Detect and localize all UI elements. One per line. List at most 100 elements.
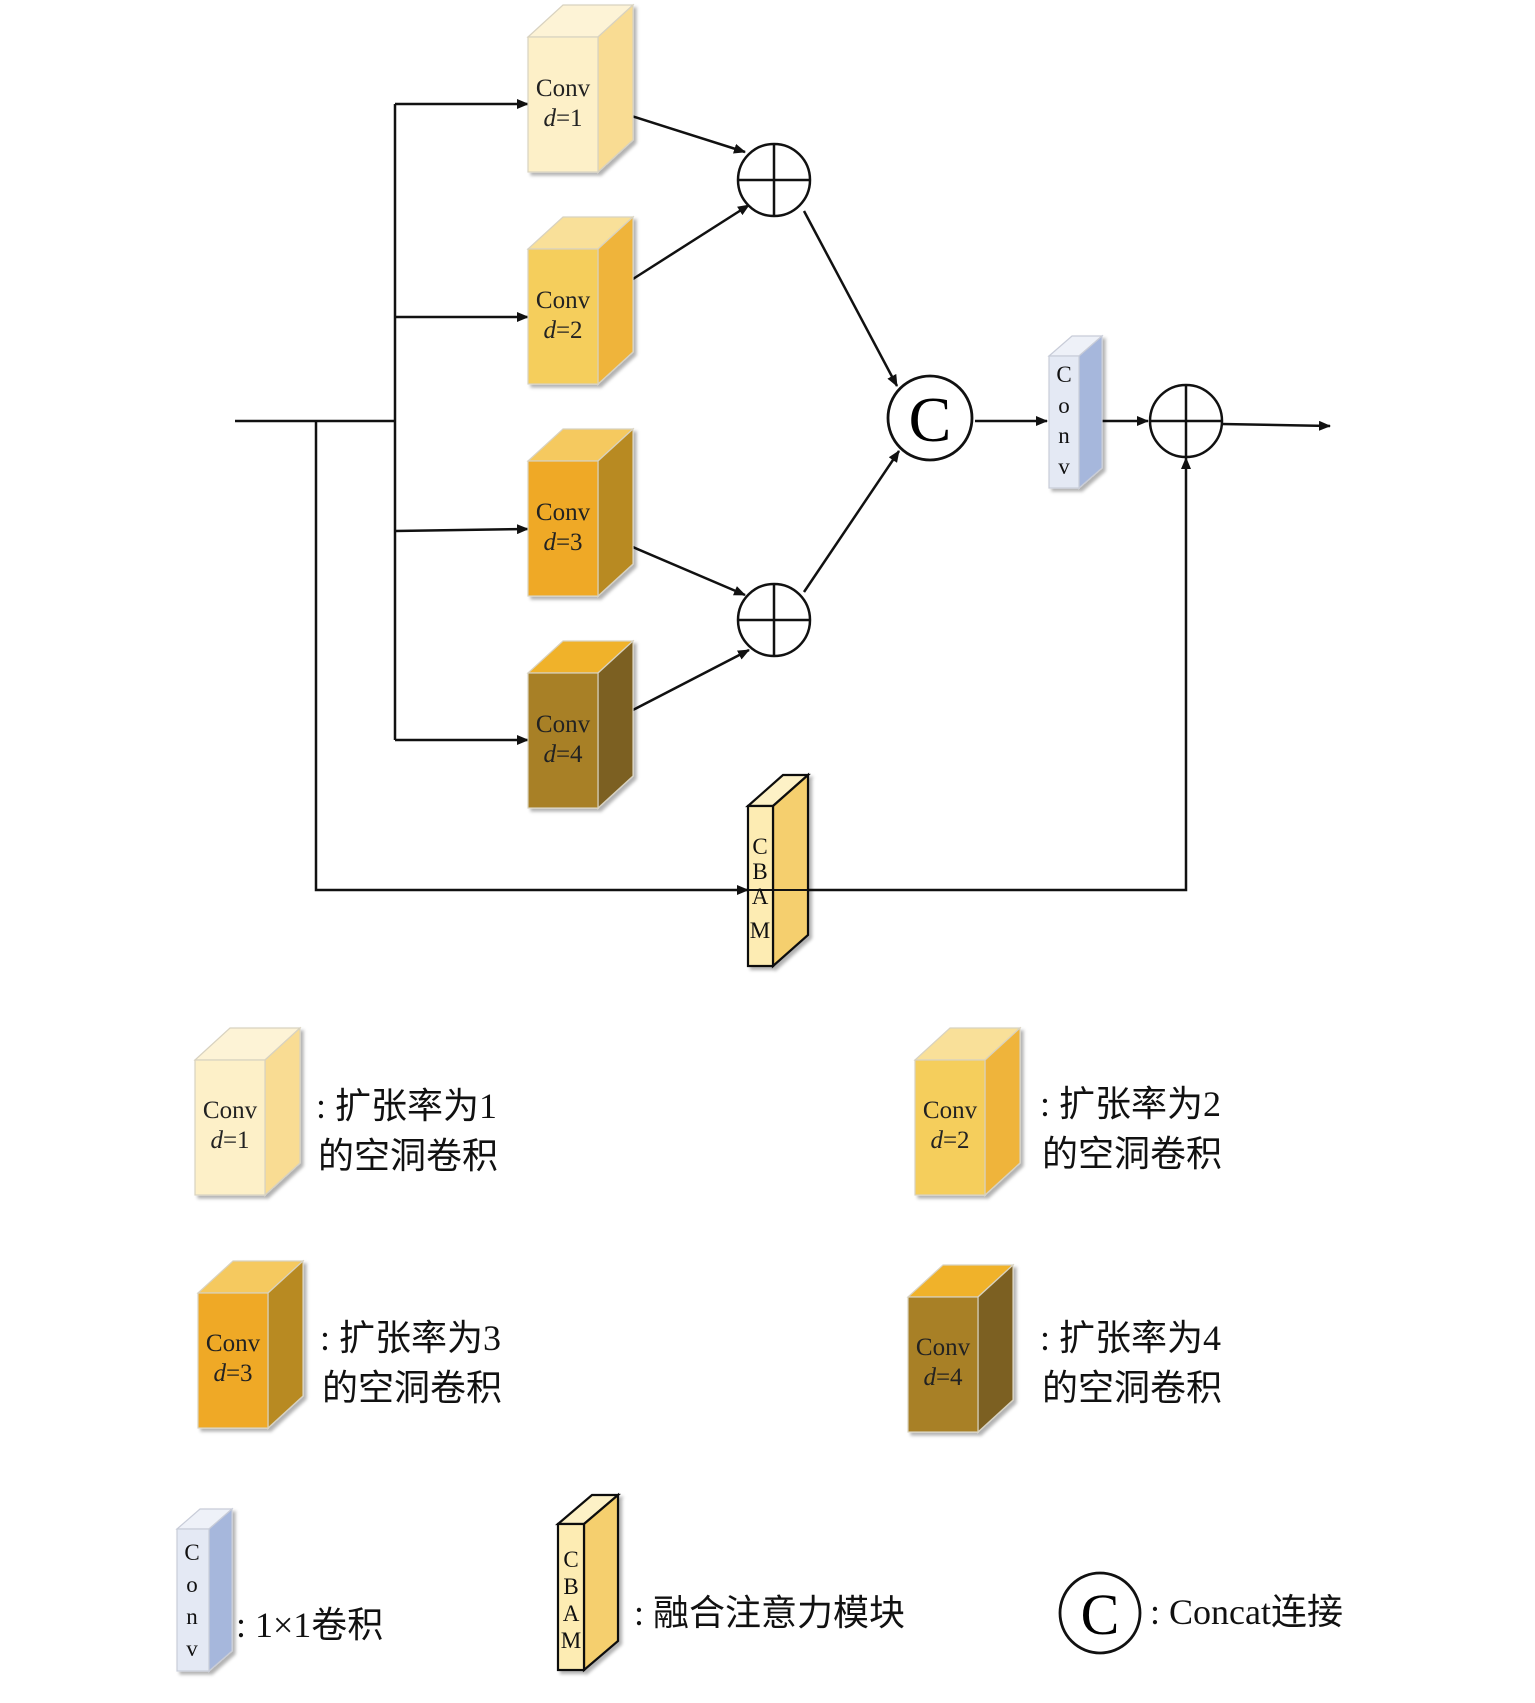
legend-cbam-letter-1: C xyxy=(563,1547,578,1572)
add-node-top xyxy=(736,142,812,218)
cbam-block-side xyxy=(771,772,810,969)
legend-conv1x1-front xyxy=(176,1528,210,1672)
conv1x1-block xyxy=(1047,334,1104,490)
legend-conv1x1-letter-3: n xyxy=(186,1604,198,1629)
conv-d4-param: d=4 xyxy=(543,741,583,768)
conv-block-d4 xyxy=(526,639,635,810)
legend-conv-d4-name: Conv xyxy=(916,1334,971,1361)
conv1x1-letter-1: C xyxy=(1056,362,1071,387)
connections xyxy=(235,99,1331,895)
legend-concat-icon: C xyxy=(1058,1571,1142,1655)
legend-conv-d3-param: d=3 xyxy=(213,1360,252,1387)
legend-cbam-icon xyxy=(555,1492,621,1673)
legend-conv-d2-param-eq: =2 xyxy=(943,1127,970,1154)
conv-d1-param: d=1 xyxy=(543,105,582,132)
conv1x1-letter-2: o xyxy=(1058,393,1070,418)
cbam-letter-4: M xyxy=(750,918,770,943)
add-top-to-concat xyxy=(802,210,899,387)
conv-d2-param: d=2 xyxy=(543,317,582,344)
legend-conv-d2-icon xyxy=(913,1026,1022,1197)
conv-d2-name: Conv xyxy=(536,287,591,314)
concat-node-circle xyxy=(886,374,974,462)
legend: Conv d=1 : 扩张率为1 的空洞卷积 Conv d=2 : 扩张率为2 … xyxy=(175,1026,1343,1673)
branch-to-conv-d3 xyxy=(394,524,529,535)
residual-path-to-cbam xyxy=(314,421,749,895)
add-bottom-to-concat xyxy=(802,450,901,593)
conv1x1-letter-3: n xyxy=(1058,423,1070,448)
conv1x1-block-side xyxy=(1078,334,1103,490)
legend-cbam-letter-2: B xyxy=(563,1574,578,1599)
legend-conv-d1-param-var: d xyxy=(210,1127,223,1154)
legend-concat-letter: C xyxy=(1081,1582,1120,1647)
legend-conv-d3-param-eq: =3 xyxy=(226,1360,253,1387)
cbam-block-front xyxy=(746,804,775,968)
legend-conv-d3-param-var: d xyxy=(213,1360,226,1387)
cbam-to-final-add xyxy=(778,457,1191,892)
legend-cbam-text: : 融合注意力模块 xyxy=(634,1593,905,1633)
conv-block-d4-front xyxy=(527,672,599,809)
legend-conv1x1-letter-4: v xyxy=(186,1636,198,1661)
conv-d4-param-var: d xyxy=(543,741,556,768)
legend-conv-d4-icon xyxy=(906,1263,1015,1434)
output-line xyxy=(1221,420,1331,431)
conv-d3-name: Conv xyxy=(536,499,591,526)
conv-block-d3-front xyxy=(527,460,599,597)
conv1x1-letter-4: v xyxy=(1058,454,1070,479)
legend-conv1x1-text: : 1×1卷积 xyxy=(236,1605,383,1645)
legend-conv-d4-param-eq: =4 xyxy=(936,1364,963,1391)
legend-conv-d4-front xyxy=(907,1296,979,1433)
legend-conv-d2-param-var: d xyxy=(930,1127,943,1154)
legend-cbam-letter-4: M xyxy=(561,1628,581,1653)
conv-d2-param-eq: =2 xyxy=(556,317,583,344)
conv-block-d1 xyxy=(526,3,635,174)
add-node-bottom xyxy=(736,582,812,658)
legend-cbam-side xyxy=(582,1492,620,1673)
conv-block-d1-front xyxy=(527,36,599,173)
legend-concat-circle xyxy=(1058,1571,1142,1655)
legend-d1-line1: : 扩张率为1 xyxy=(316,1086,497,1126)
conv-d1-param-var: d xyxy=(543,105,556,132)
legend-d1-line2: 的空洞卷积 xyxy=(318,1136,498,1176)
conv-d3-param-var: d xyxy=(543,529,556,556)
conv-d4-param-eq: =4 xyxy=(556,741,583,768)
cbam-letter-3: A xyxy=(752,884,769,909)
conv-d2-param-var: d xyxy=(543,317,556,344)
legend-conv-d3-icon xyxy=(196,1259,305,1430)
legend-conv-d1-param-eq: =1 xyxy=(223,1127,250,1154)
cbam-block xyxy=(745,772,811,969)
concat-node-letter: C xyxy=(909,384,952,455)
legend-conv-d3-name: Conv xyxy=(206,1330,261,1357)
legend-d3-line2: 的空洞卷积 xyxy=(322,1368,502,1408)
legend-conv-d2-front xyxy=(914,1059,986,1196)
conv-d3-param: d=3 xyxy=(543,529,582,556)
legend-d3-line1: : 扩张率为3 xyxy=(320,1318,501,1358)
legend-cbam-front xyxy=(556,1522,586,1672)
cbam-letter-1: C xyxy=(752,834,767,859)
conv-d1-param-eq: =1 xyxy=(556,105,583,132)
add-node-final xyxy=(1148,383,1224,459)
legend-conv-d2-name: Conv xyxy=(923,1097,978,1124)
legend-conv-d4-param-var: d xyxy=(923,1364,936,1391)
legend-conv-d1-param: d=1 xyxy=(210,1127,249,1154)
legend-d4-line2: 的空洞卷积 xyxy=(1042,1368,1222,1408)
legend-d2-line1: : 扩张率为2 xyxy=(1040,1084,1221,1124)
legend-conv-d1-front xyxy=(194,1059,266,1196)
conv-block-d2 xyxy=(526,215,635,386)
legend-conv-d4-param: d=4 xyxy=(923,1364,963,1391)
legend-conv1x1-letter-2: o xyxy=(186,1572,198,1597)
legend-conv1x1-letter-1: C xyxy=(184,1540,199,1565)
conv-block-d3 xyxy=(526,427,635,598)
conv1x1-block-front xyxy=(1048,355,1080,489)
legend-conv-d3-front xyxy=(197,1292,269,1429)
conv-block-d2-front xyxy=(527,248,599,385)
legend-cbam-letter-3: A xyxy=(563,1601,580,1626)
cbam-letter-2: B xyxy=(752,859,767,884)
conv-d4-name: Conv xyxy=(536,711,591,738)
legend-conv1x1-icon xyxy=(175,1507,234,1673)
legend-d4-line1: : 扩张率为4 xyxy=(1040,1318,1221,1358)
conv-d1-name: Conv xyxy=(536,75,591,102)
concat-node: C xyxy=(886,374,974,462)
legend-conv-d1-name: Conv xyxy=(203,1097,258,1124)
legend-conv-d1-icon xyxy=(193,1026,302,1197)
